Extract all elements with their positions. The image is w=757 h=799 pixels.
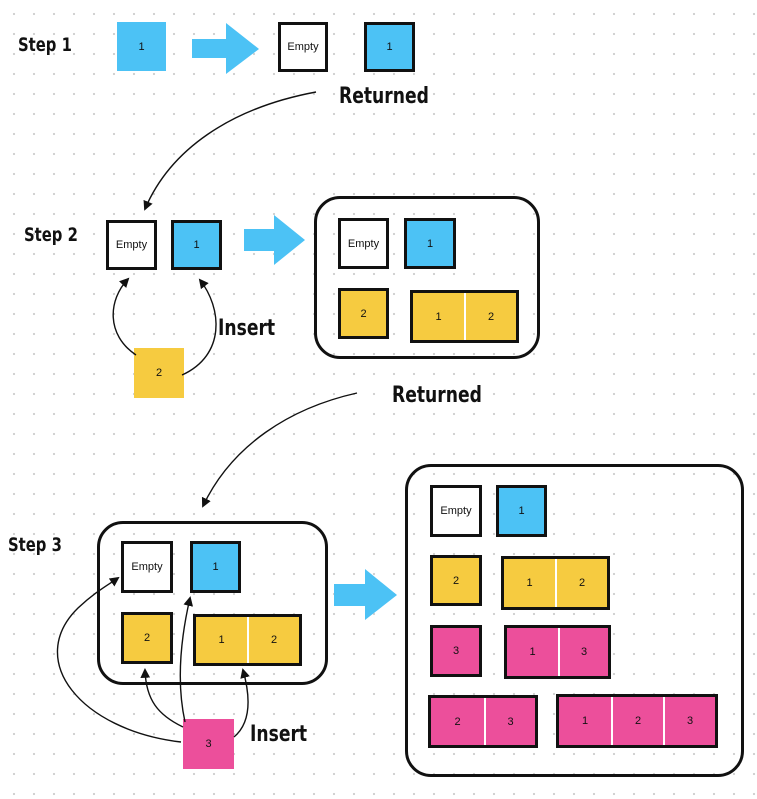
set-value: 1	[426, 237, 434, 250]
set-value: 1	[529, 646, 536, 658]
step3-set-1-2: 1 2	[193, 614, 302, 666]
empty-label: Empty	[347, 237, 380, 250]
set-value: 3	[452, 645, 460, 657]
set-value: 1	[386, 41, 393, 53]
empty-label: Empty	[440, 505, 472, 517]
insert-arrow-step3-1-2	[233, 668, 250, 738]
set-value: 2	[270, 634, 278, 646]
step1-set-1: 1	[364, 22, 415, 72]
cell-divider	[464, 293, 466, 340]
set-value: 1	[526, 577, 533, 589]
returned-label-1: Returned	[339, 84, 429, 109]
step3-input-group	[97, 521, 328, 685]
step3-result-group	[405, 464, 744, 777]
step2-result-group	[314, 196, 540, 359]
step3-result-set-1-2: 1 2	[501, 556, 610, 610]
set-value: 3	[686, 715, 694, 727]
cell-divider	[247, 617, 249, 663]
insert-label-1: Insert	[218, 316, 276, 341]
set-value: 1	[193, 239, 200, 251]
empty-label: Empty	[115, 239, 148, 251]
set-value: 2	[155, 367, 163, 379]
set-value: 1	[581, 715, 589, 727]
cell-divider	[484, 698, 486, 745]
step3-set-2: 2	[121, 612, 173, 664]
step-2-label: Step 2	[24, 224, 78, 246]
step2-result-set-1: 1	[404, 218, 456, 269]
step2-set-1: 1	[171, 220, 222, 270]
set-value: 2	[452, 574, 460, 587]
step2-insert-2: 2	[134, 348, 184, 398]
empty-label: Empty	[287, 41, 319, 53]
set-value: 3	[580, 646, 588, 658]
insert-label-2: Insert	[250, 722, 308, 747]
cell-divider	[558, 628, 560, 676]
set-value: 1	[518, 505, 525, 517]
step1-empty-set: Empty	[278, 22, 328, 72]
set-value: 2	[360, 307, 367, 320]
returned-arrow-2	[201, 392, 358, 508]
insert-arrow-step3-empty	[56, 576, 182, 743]
transition-arrow-icon-3	[334, 569, 397, 620]
insert-arrow-step2-1	[181, 278, 217, 376]
returned-label-2: Returned	[392, 383, 482, 408]
step3-result-set-1-2-3: 1 2 3	[556, 694, 718, 748]
step3-insert-3: 3	[183, 719, 234, 769]
step3-result-set-1: 1	[496, 485, 547, 537]
step1-input-set-1: 1	[117, 22, 166, 71]
step3-empty-set: Empty	[121, 541, 173, 593]
cell-divider	[611, 697, 613, 745]
set-value: 1	[138, 40, 145, 53]
step2-result-empty: Empty	[338, 218, 389, 269]
step-3-label: Step 3	[8, 534, 62, 556]
set-value: 2	[634, 715, 642, 727]
set-value: 2	[487, 310, 495, 323]
returned-arrow-1	[143, 91, 317, 211]
step3-result-empty: Empty	[430, 485, 482, 537]
step3-set-1: 1	[190, 541, 241, 593]
step3-result-set-2: 2	[430, 555, 482, 606]
set-value: 1	[435, 310, 442, 323]
insert-arrow-step2-empty	[112, 277, 137, 356]
set-value: 2	[454, 715, 461, 728]
step3-result-set-3: 3	[430, 625, 482, 677]
set-value: 1	[218, 634, 225, 646]
step3-result-set-1-3: 1 3	[504, 625, 611, 679]
cell-divider	[555, 559, 557, 607]
step2-empty-set: Empty	[106, 220, 157, 270]
set-value: 3	[507, 715, 514, 728]
step-1-label: Step 1	[18, 34, 72, 56]
step2-result-set-2: 2	[338, 288, 389, 339]
transition-arrow-icon-1	[192, 23, 259, 74]
set-value: 3	[205, 738, 212, 750]
set-value: 1	[212, 561, 219, 573]
step2-result-set-1-2: 1 2	[410, 290, 519, 343]
insert-arrow-step3-1	[179, 596, 194, 723]
empty-label: Empty	[131, 561, 163, 573]
cell-divider	[663, 697, 665, 745]
transition-arrow-icon-2	[244, 215, 305, 265]
insert-arrow-step3-2	[140, 668, 184, 728]
step3-result-set-2-3: 2 3	[428, 695, 538, 748]
set-value: 2	[143, 632, 151, 644]
set-value: 2	[578, 577, 586, 589]
